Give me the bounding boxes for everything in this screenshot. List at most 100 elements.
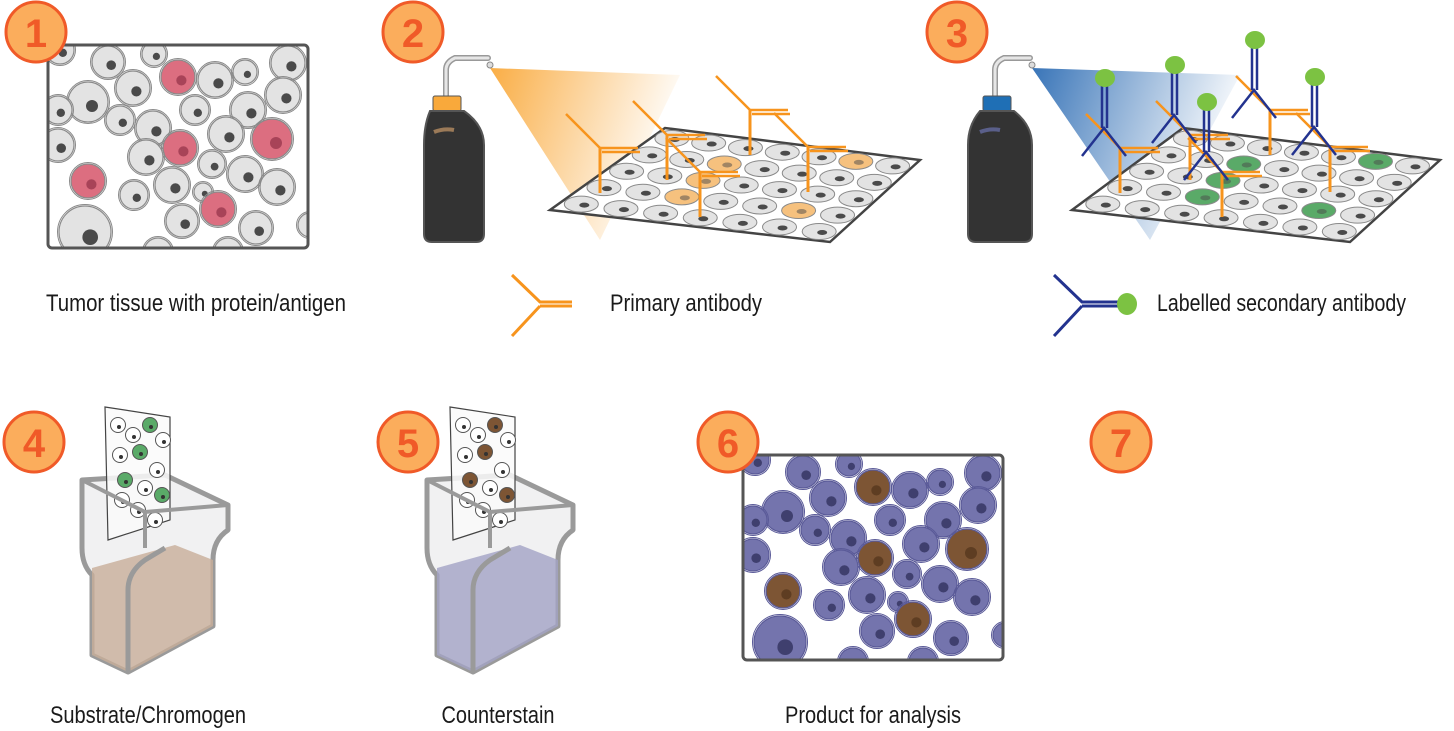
cell-outline bbox=[743, 504, 769, 536]
spray-cone bbox=[1032, 68, 1240, 240]
stained-cell bbox=[854, 468, 892, 506]
cell bbox=[991, 621, 1003, 649]
cell bbox=[643, 204, 679, 222]
nucleus bbox=[243, 70, 251, 78]
stained-cell bbox=[477, 444, 493, 460]
cell-body bbox=[213, 237, 243, 248]
nucleus bbox=[477, 435, 481, 439]
cell bbox=[57, 204, 113, 248]
cell bbox=[212, 236, 244, 248]
cell bbox=[647, 167, 683, 185]
cell bbox=[586, 179, 622, 197]
nucleus bbox=[119, 455, 123, 459]
cell bbox=[933, 620, 969, 656]
cell bbox=[179, 94, 211, 126]
stained-cell bbox=[856, 539, 894, 577]
tissue-slide bbox=[449, 406, 516, 541]
nucleus bbox=[86, 179, 97, 190]
nucleus bbox=[1279, 167, 1290, 173]
nucleus bbox=[149, 425, 153, 429]
nucleus bbox=[658, 211, 669, 217]
cell-outline bbox=[822, 548, 860, 586]
nucleus bbox=[813, 528, 822, 537]
nucleus bbox=[1239, 199, 1250, 205]
legend-secondary-antibody: Labelled secondary antibody bbox=[1052, 273, 1406, 338]
nucleus bbox=[815, 192, 826, 198]
stained-cell bbox=[462, 472, 478, 488]
cell bbox=[258, 168, 296, 206]
cell bbox=[66, 80, 110, 124]
nucleus bbox=[82, 229, 98, 245]
labelled-secondary-antibody bbox=[1291, 68, 1337, 156]
nucleus bbox=[507, 440, 511, 444]
bound-cell bbox=[838, 152, 874, 170]
cell bbox=[1223, 192, 1259, 210]
nucleus bbox=[1316, 209, 1327, 215]
bottle-body bbox=[967, 110, 1033, 243]
badge-circle bbox=[696, 410, 760, 474]
cell bbox=[762, 218, 798, 236]
nucleus bbox=[1336, 155, 1347, 161]
nucleus bbox=[157, 251, 165, 259]
nucleus bbox=[801, 470, 811, 481]
cell-outline bbox=[196, 61, 234, 99]
spray-cone bbox=[490, 68, 680, 240]
cell-outline bbox=[837, 646, 869, 660]
secondary-antibody-arms bbox=[1151, 112, 1197, 144]
nucleus bbox=[489, 488, 493, 492]
tissue-frame bbox=[46, 43, 310, 250]
cell bbox=[1281, 181, 1317, 199]
nozzle bbox=[992, 55, 1033, 100]
nucleus bbox=[499, 520, 503, 524]
nucleus bbox=[178, 146, 189, 157]
cell-outline bbox=[848, 576, 886, 614]
cell bbox=[892, 559, 922, 589]
nucleus bbox=[243, 172, 254, 183]
stained-cell bbox=[487, 417, 503, 433]
step-2: 2 Primary antibody bbox=[381, 0, 923, 338]
badge-circle bbox=[381, 0, 445, 64]
cell-outline bbox=[764, 572, 802, 610]
nucleus bbox=[872, 180, 883, 186]
nucleus bbox=[254, 226, 264, 236]
cell bbox=[742, 197, 778, 215]
nucleus bbox=[1161, 190, 1172, 196]
nucleus bbox=[1392, 180, 1403, 186]
primary-antibody bbox=[1295, 112, 1370, 192]
nucleus bbox=[246, 108, 257, 119]
cell bbox=[761, 181, 797, 199]
cell-outline bbox=[48, 94, 74, 126]
nucleus bbox=[1219, 216, 1230, 222]
nucleus bbox=[981, 471, 992, 482]
nucleus bbox=[1140, 207, 1151, 213]
cell-outline bbox=[207, 115, 245, 153]
step-badge-3: 3 bbox=[925, 0, 989, 64]
cell bbox=[631, 146, 667, 164]
nucleus bbox=[106, 60, 116, 70]
cell bbox=[155, 432, 171, 448]
nucleus bbox=[777, 225, 788, 231]
nozzle-tip bbox=[486, 61, 494, 69]
nucleus bbox=[706, 141, 717, 147]
nucleus bbox=[193, 108, 202, 118]
nucleus bbox=[949, 636, 959, 646]
labelled-secondary-antibody bbox=[1151, 56, 1197, 144]
cell-outline bbox=[197, 149, 227, 179]
cell bbox=[691, 134, 727, 152]
cell-outline bbox=[199, 190, 237, 228]
nucleus bbox=[777, 188, 788, 194]
tissue-panel-stained bbox=[741, 453, 1005, 662]
nucleus bbox=[847, 462, 856, 470]
primary-antibody bbox=[632, 100, 707, 180]
wash-bottle-secondary bbox=[967, 55, 1036, 243]
stained-cell bbox=[161, 129, 199, 167]
cell-outline bbox=[856, 539, 894, 577]
step-3: 3 Labelled secondary antibody bbox=[925, 0, 1443, 338]
bound-cell bbox=[781, 202, 817, 220]
tissue-frame bbox=[741, 453, 1005, 662]
secondary-antibody-icon bbox=[1052, 273, 1118, 338]
step-number: 6 bbox=[717, 422, 739, 466]
label-tag-icon bbox=[1117, 293, 1137, 315]
nucleus bbox=[1373, 159, 1384, 165]
nucleus bbox=[144, 155, 155, 166]
